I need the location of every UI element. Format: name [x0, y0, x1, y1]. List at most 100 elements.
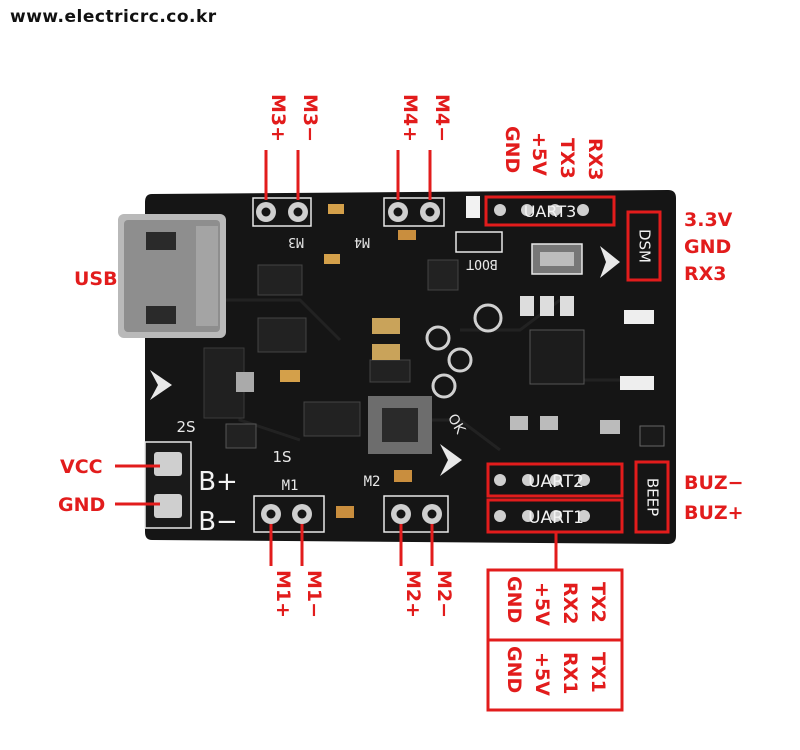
label-m1-plus: M1+	[272, 570, 294, 618]
silk-1s: 1S	[272, 448, 291, 466]
chip	[257, 264, 303, 296]
test-pad	[425, 325, 451, 351]
silk-2s: 2S	[176, 418, 195, 436]
boot-outline	[455, 231, 503, 253]
label-uart1-rx: RX1	[559, 652, 581, 695]
silk-m3: M3	[288, 234, 304, 249]
label-m3-plus: M3+	[267, 94, 289, 142]
smd-part	[560, 296, 574, 316]
chip	[369, 359, 411, 383]
label-uart3-rx: RX3	[584, 138, 606, 181]
beep-box	[634, 460, 670, 534]
smd-part	[540, 296, 554, 316]
silk-boot: BOOT	[466, 256, 497, 271]
silk-bminus: B−	[198, 507, 238, 537]
label-dsm-rx: RX3	[684, 263, 727, 285]
chip	[303, 401, 361, 437]
label-m2-minus: M2−	[433, 570, 455, 618]
pad-m4-minus	[420, 202, 440, 222]
pad-m3-minus	[288, 202, 308, 222]
arrow-mark	[600, 246, 620, 278]
inductor-core	[382, 408, 418, 442]
uart2-header: UART2	[486, 462, 624, 498]
silk-bplus: B+	[198, 467, 238, 497]
label-uart2-tx: TX2	[587, 582, 609, 623]
chip	[225, 423, 257, 449]
label-uart1-tx: TX1	[587, 652, 609, 693]
test-pad	[431, 373, 457, 399]
m1-pad-outline	[253, 495, 325, 533]
silk-m4: M4	[354, 234, 370, 249]
dsm-box	[626, 210, 662, 282]
label-dsm-33v: 3.3V	[684, 209, 733, 231]
label-vcc: VCC	[60, 456, 103, 478]
usb-connector	[118, 214, 226, 338]
chip	[257, 317, 307, 353]
smd-part	[466, 196, 480, 218]
smd-part	[324, 254, 340, 264]
label-uart2-5v: +5V	[531, 582, 553, 626]
smd-part	[394, 470, 412, 482]
label-dsm-gnd: GND	[684, 236, 731, 258]
silk-uart3: UART3	[524, 202, 577, 221]
label-m2-plus: M2+	[402, 570, 424, 618]
smd-part	[510, 416, 528, 430]
label-m4-minus: M4−	[431, 94, 453, 142]
smd-part	[372, 344, 400, 360]
led-red	[620, 376, 654, 390]
test-pad	[473, 303, 503, 333]
m4-pad-outline	[383, 197, 445, 227]
uart1-header: UART1	[486, 498, 624, 534]
label-uart2-rx: RX2	[559, 582, 581, 625]
label-buz-plus: BUZ+	[684, 502, 744, 524]
silk-uart2: UART2	[528, 472, 584, 492]
silk-uart1: UART1	[528, 508, 584, 528]
label-uart3-tx: TX3	[556, 138, 578, 179]
smd-part	[398, 230, 416, 240]
smd-part	[639, 425, 665, 447]
label-buz-minus: BUZ−	[684, 472, 744, 494]
label-uart1-gnd: GND	[503, 646, 525, 693]
uart3-box	[484, 195, 616, 227]
pad-m1-minus	[292, 504, 312, 524]
m3-pad-outline	[252, 197, 312, 227]
label-m3-minus: M3−	[299, 94, 321, 142]
pad-m4-plus	[388, 202, 408, 222]
smd-part	[328, 204, 344, 214]
smd-part	[540, 416, 558, 430]
smd-part	[280, 370, 300, 382]
beep-connector: BEEP	[634, 460, 670, 534]
chip	[427, 259, 459, 291]
label-uart1-5v: +5V	[531, 652, 553, 696]
label-m4-plus: M4+	[399, 94, 421, 142]
label-uart3-5v: +5V	[528, 132, 550, 176]
smd-part	[600, 420, 620, 434]
uart3-header: UART3	[484, 195, 616, 227]
smd-part	[372, 318, 400, 334]
uart2-box	[486, 462, 624, 498]
led-blue	[624, 310, 654, 324]
label-uart3-gnd: GND	[501, 126, 523, 173]
test-pad	[447, 347, 473, 373]
label-gnd-left: GND	[58, 494, 105, 516]
label-uart2-gnd: GND	[503, 576, 525, 623]
silk-beep: BEEP	[644, 478, 662, 516]
pcb-board: M3 M4 UART3 BOOT DSM	[118, 190, 676, 544]
battery-pads	[144, 441, 192, 529]
pad-m2-minus	[422, 504, 442, 524]
watermark: www.electricrc.co.kr	[10, 7, 217, 27]
smd-part	[236, 372, 254, 392]
silk-m2: M2	[364, 474, 381, 490]
label-usb: USB	[74, 268, 118, 290]
silk-m1: M1	[282, 478, 299, 494]
callout-lines	[115, 150, 558, 570]
arrow-mark	[150, 370, 172, 400]
m2-pad-outline	[383, 495, 449, 533]
arrow-mark	[440, 444, 462, 476]
mcu	[529, 329, 585, 385]
smd-part	[336, 506, 354, 518]
smd-part	[520, 296, 534, 316]
crystal-top	[540, 252, 574, 266]
pad-m3-plus	[256, 202, 276, 222]
